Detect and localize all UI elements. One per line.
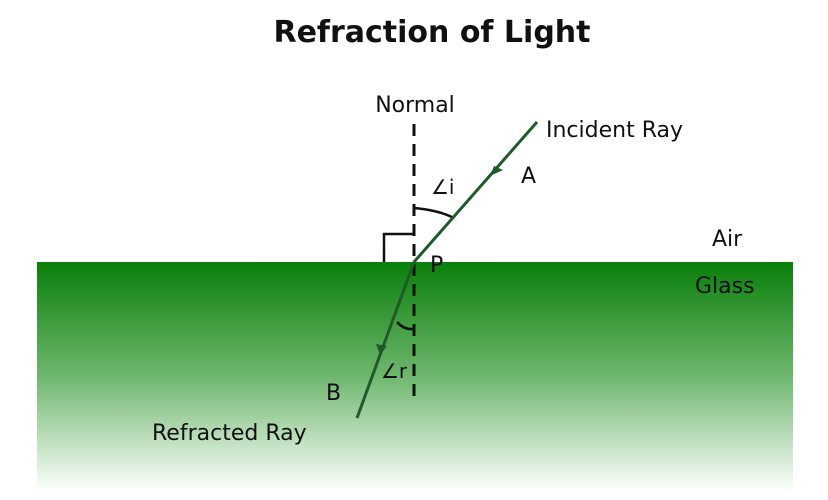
angle-i-arc [413,206,455,220]
point-p-label: P [430,253,443,278]
point-a-label: A [521,164,536,189]
incident-ray-arrow [490,166,503,176]
angle-r-label: ∠r [381,359,408,383]
glass-medium [37,262,793,492]
normal-label: Normal [375,93,455,118]
incident-ray-label: Incident Ray [546,118,683,143]
angle-r-arc [396,321,415,331]
refracted-ray-arrow [376,344,387,355]
point-b-label: B [326,381,341,406]
diagram-title: Refraction of Light [273,15,590,50]
refracted-ray-label: Refracted Ray [152,421,307,446]
air-label: Air [712,227,743,252]
incident-ray [412,121,539,263]
right-angle-marker [382,232,414,262]
refracted-ray [355,261,416,419]
glass-label: Glass [695,274,755,299]
angle-i-label: ∠i [431,175,455,199]
